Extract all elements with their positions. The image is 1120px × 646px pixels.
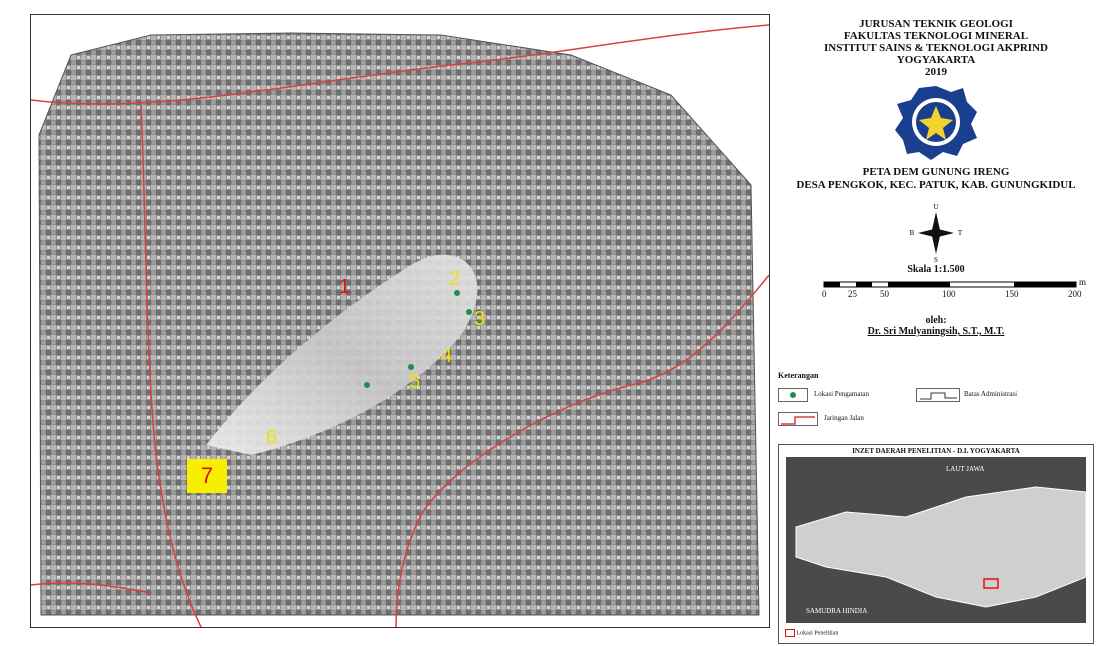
faculty: FAKULTAS TEKNOLOGI MINERAL: [843, 30, 1029, 42]
road-west: [140, 104, 202, 627]
study-area-marker: [983, 578, 999, 589]
scale-tick-150: 150: [1005, 289, 1019, 299]
point-label-1: 1: [339, 276, 351, 298]
institution-block: JURUSAN TEKNIK GEOLOGI FAKULTAS TEKNOLOG…: [776, 18, 1096, 78]
road-southwest: [31, 582, 152, 594]
point-label-7: 7: [187, 459, 227, 493]
point-label-4: 4: [441, 345, 453, 367]
author-prefix: oleh:: [925, 315, 947, 326]
inset-sea-south: SAMUDRA HINDIA: [806, 607, 867, 615]
legend-dot-symbol: [778, 388, 808, 402]
point-label-3: 3: [474, 308, 486, 330]
road-north: [31, 24, 769, 105]
compass-north: U: [933, 203, 938, 211]
map-title-line2: DESA PENGKOK, KEC. PATUK, KAB. GUNUNGKID…: [796, 179, 1076, 191]
scale-tick-100: 100: [942, 289, 956, 299]
legend-observation: Lokasi Pengamatan: [814, 390, 870, 398]
inset-legend-symbol: [785, 629, 795, 637]
scale-tick-0: 0: [822, 289, 827, 299]
scale-label: Skala 1:1.500: [907, 264, 965, 275]
gunung-ireng-ridge: [206, 254, 478, 455]
road-east: [395, 274, 769, 627]
map-frame[interactable]: 1 2 3 4 5 6: [30, 14, 770, 628]
point-label-6: 6: [266, 427, 278, 449]
observation-dot[interactable]: [454, 290, 460, 296]
scale-unit: m: [1079, 277, 1087, 287]
compass-east: T: [958, 229, 963, 237]
inset-map[interactable]: INZET DAERAH PENELITIAN - D.I. YOGYAKART…: [778, 444, 1094, 644]
institute: INSTITUT SAINS & TEKNOLOGI AKPRIND: [824, 42, 1048, 54]
scale-bar: 0 25 50 100 150 200 m: [776, 277, 1096, 309]
city: YOGYAKARTA: [896, 54, 976, 66]
observation-dot[interactable]: [364, 382, 370, 388]
point-label-2: 2: [449, 268, 461, 290]
map-title: PETA DEM GUNUNG IRENG DESA PENGKOK, KEC.…: [776, 166, 1096, 192]
institution-logo: [895, 86, 977, 160]
department: JURUSAN TEKNIK GEOLOGI: [859, 18, 1013, 30]
scale-tick-50: 50: [880, 289, 889, 299]
legend-road: Jaringan Jalan: [824, 414, 864, 422]
inset-legend-label: Lokasi Penelitian: [796, 630, 839, 637]
observation-dot[interactable]: [466, 309, 472, 315]
legend-road-symbol: [778, 412, 818, 426]
map-title-line1: PETA DEM GUNUNG IRENG: [862, 166, 1010, 178]
inset-sea-north: LAUT JAWA: [946, 465, 984, 473]
year: 2019: [925, 66, 947, 78]
compass-south: S: [934, 256, 938, 264]
inset-legend: Lokasi Penelitian: [785, 629, 838, 637]
inset-title: INZET DAERAH PENELITIAN - D.I. YOGYAKART…: [852, 447, 1020, 455]
legend-admin: Batas Administrasi: [964, 390, 1018, 398]
inset-map-graphic: LAUT JAWA SAMUDRA HINDIA: [786, 457, 1086, 623]
legend-title: Keterangan: [778, 371, 819, 380]
point-label-5: 5: [409, 371, 421, 393]
compass-west: B: [910, 229, 915, 237]
author-name: Dr. Sri Mulyaningsih, S.T., M.T.: [867, 326, 1005, 337]
compass-rose: U S T B: [910, 203, 963, 264]
legend-items: Lokasi Pengamatan Batas Administrasi Jar…: [778, 388, 1094, 438]
scale-tick-200: 200: [1068, 289, 1082, 299]
legend-panel: JURUSAN TEKNIK GEOLOGI FAKULTAS TEKNOLOG…: [776, 14, 1096, 644]
legend-admin-symbol: [916, 388, 960, 402]
dem-hillshade-map[interactable]: [31, 15, 769, 627]
observation-dot[interactable]: [408, 364, 414, 370]
scale-tick-25: 25: [848, 289, 857, 299]
